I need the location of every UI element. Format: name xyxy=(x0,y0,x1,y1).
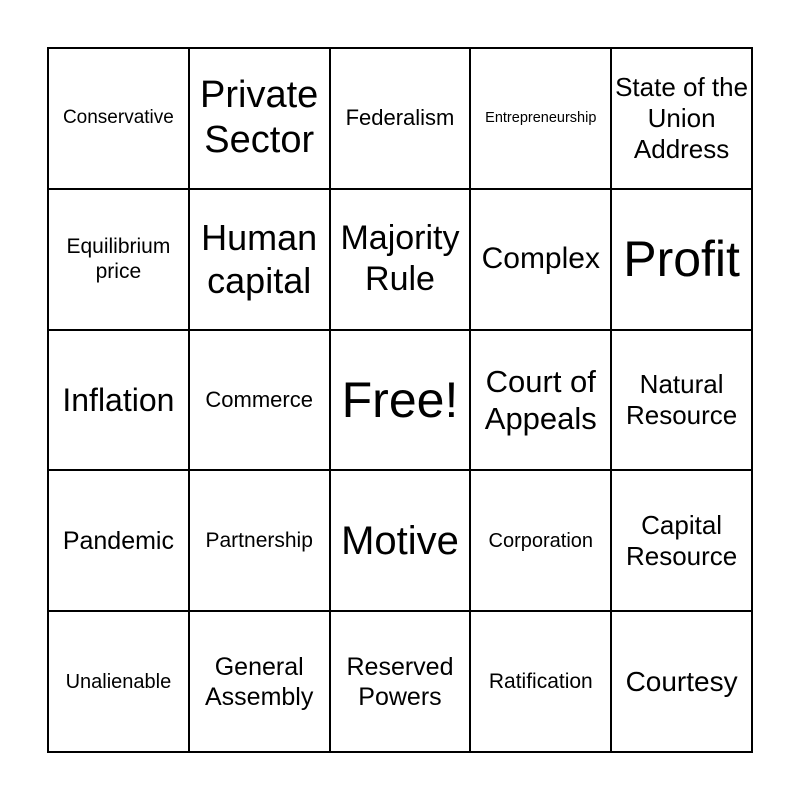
cell-label: Unalienable xyxy=(65,670,172,693)
bingo-cell[interactable]: Equilibrium price xyxy=(48,188,189,330)
cell-label: Pandemic xyxy=(62,526,174,555)
bingo-cell[interactable]: Inflation xyxy=(48,329,189,471)
bingo-cell[interactable]: Human capital xyxy=(188,188,330,330)
cell-label: Entrepreneurship xyxy=(485,109,597,126)
cell-label: Courtesy xyxy=(625,665,738,697)
bingo-cell[interactable]: Courtesy xyxy=(611,611,752,752)
cell-label: Profit xyxy=(623,231,740,288)
bingo-cell[interactable]: Natural Resource xyxy=(611,329,752,471)
cell-label: Equilibrium price xyxy=(66,235,171,284)
bingo-cell[interactable]: Unalienable xyxy=(48,611,189,752)
cell-label: Partnership xyxy=(205,529,313,553)
bingo-card: Conservative Private Sector Federalism Entr… xyxy=(47,47,753,753)
bingo-cell[interactable]: Reserved Powers xyxy=(329,611,471,752)
cell-label: Commerce xyxy=(205,386,313,412)
cell-label: Free! xyxy=(341,371,459,428)
cell-label: Complex xyxy=(481,242,600,276)
cell-label: Majority Rule xyxy=(340,219,460,299)
bingo-cell[interactable]: Corporation xyxy=(470,470,612,612)
cell-label: Federalism xyxy=(345,105,455,131)
bingo-cell[interactable]: Profit xyxy=(611,188,752,330)
cell-label: Private Sector xyxy=(200,73,319,162)
bingo-cell[interactable]: Entrepreneurship xyxy=(470,48,612,189)
bingo-cell[interactable]: Ratification xyxy=(470,611,612,752)
bingo-cell[interactable]: Majority Rule xyxy=(329,188,471,330)
cell-label: Natural Resource xyxy=(625,368,738,430)
cell-label: Motive xyxy=(341,518,459,563)
bingo-cell[interactable]: Federalism xyxy=(329,48,471,189)
cell-label: Ratification xyxy=(488,670,593,693)
bingo-cell[interactable]: General Assembly xyxy=(188,611,330,752)
cell-label: Conservative xyxy=(62,107,174,128)
bingo-cell[interactable]: Complex xyxy=(470,188,612,330)
bingo-cell[interactable]: Commerce xyxy=(188,329,330,471)
bingo-cell[interactable]: Court of Appeals xyxy=(470,329,612,471)
bingo-cell[interactable]: Private Sector xyxy=(188,48,330,189)
bingo-cell[interactable]: Pandemic xyxy=(48,470,189,612)
bingo-cell[interactable]: State of the Union Address xyxy=(611,48,752,189)
free-space-cell[interactable]: Free! xyxy=(329,329,471,471)
bingo-cell[interactable]: Partnership xyxy=(188,470,330,612)
cell-label: Capital Resource xyxy=(625,509,738,571)
cell-label: Court of Appeals xyxy=(484,363,597,436)
cell-label: State of the Union Address xyxy=(615,71,749,164)
cell-label: Inflation xyxy=(62,381,175,418)
cell-label: Human capital xyxy=(201,217,318,302)
bingo-cell[interactable]: Conservative xyxy=(48,48,189,189)
bingo-cell[interactable]: Motive xyxy=(329,470,471,612)
cell-label: Corporation xyxy=(488,529,594,552)
cell-label: Reserved Powers xyxy=(346,652,454,711)
cell-label: General Assembly xyxy=(205,652,314,711)
bingo-cell[interactable]: Capital Resource xyxy=(611,470,752,612)
